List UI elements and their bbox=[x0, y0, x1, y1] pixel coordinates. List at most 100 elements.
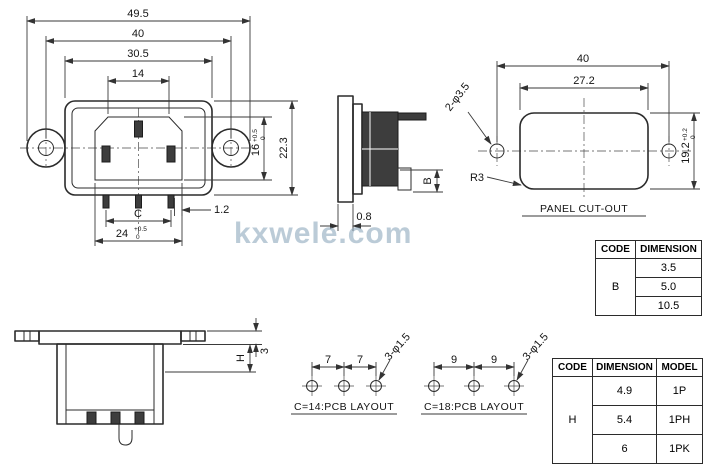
pcb-hole bbox=[338, 380, 350, 392]
table-row: H 4.9 1P bbox=[552, 376, 703, 464]
connector-face bbox=[71, 107, 206, 189]
model-cell: 1P bbox=[656, 376, 703, 406]
housing bbox=[56, 343, 164, 425]
pcb-hole-callout-group: 3-φ1.5 bbox=[383, 331, 413, 363]
table-row: 5.4 1PH bbox=[553, 405, 703, 435]
terminal bbox=[110, 411, 121, 425]
pcb-hole bbox=[370, 380, 382, 392]
dim-overall-width: 49.5 bbox=[127, 8, 148, 20]
dim-code-h-group: H bbox=[235, 354, 247, 362]
table-header-row: CODE DIMENSION bbox=[595, 240, 702, 259]
dimension-cell: 3.5 bbox=[635, 258, 702, 278]
terminal bbox=[86, 411, 97, 425]
pcb-layout-label: C=18:PCB LAYOUT bbox=[424, 401, 524, 413]
pcb-hole bbox=[468, 380, 480, 392]
flange-step bbox=[352, 103, 363, 195]
dimension-table-b: CODE DIMENSION B 3.5 5.0 10.5 bbox=[595, 240, 702, 316]
dim-overall-height-group: 22.3 bbox=[278, 137, 290, 158]
table-header-row: CODE DIMENSION MODEL bbox=[552, 358, 703, 377]
col-header-code: CODE bbox=[595, 240, 636, 259]
earth-hook bbox=[118, 424, 133, 446]
dim-code-h: H bbox=[235, 354, 247, 362]
pcb-hole bbox=[428, 380, 440, 392]
dim-cutout-height: 19.2 bbox=[680, 142, 692, 163]
pcb-hole bbox=[306, 380, 318, 392]
cutout-outline bbox=[519, 112, 649, 190]
left-mounting-hole bbox=[38, 140, 54, 156]
col-header-model: MODEL bbox=[656, 358, 703, 377]
dim-pitch: 9 bbox=[491, 354, 497, 366]
dim-code-b: B bbox=[422, 177, 434, 184]
dim-overall-height: 22.3 bbox=[278, 137, 290, 158]
col-header-code: CODE bbox=[552, 358, 593, 377]
flange-bar bbox=[38, 330, 182, 345]
front-view-dimensions: 49.5 40 30.5 14 16 +0.5 0 22.3 bbox=[26, 8, 298, 246]
dim-code-b-group: B bbox=[422, 177, 434, 184]
dim-hole-spacing: 40 bbox=[132, 28, 144, 40]
code-cell-b: B bbox=[595, 258, 636, 316]
side-view-dimensions: B 0.8 bbox=[320, 169, 443, 231]
dim-recess-width: 24 bbox=[116, 228, 128, 240]
hole-callout-group: 2-φ3.5 bbox=[443, 81, 472, 114]
model-cell: 1PK bbox=[656, 434, 703, 464]
right-wing bbox=[180, 330, 206, 342]
model-cell: 1PH bbox=[656, 405, 703, 435]
terminal-step bbox=[397, 167, 412, 191]
front-view bbox=[20, 100, 258, 234]
dim-recess-width-tol-minus: 0 bbox=[136, 234, 140, 241]
flange-profile bbox=[337, 95, 354, 203]
dim-panel-hole-spacing: 40 bbox=[577, 53, 589, 65]
pcb-hole-callout-group: 3-φ1.5 bbox=[521, 331, 551, 363]
dim-top-opening: 14 bbox=[132, 68, 144, 80]
bottom-view-dimensions: H 3 bbox=[165, 318, 271, 373]
watermark: kxwele.com bbox=[234, 217, 413, 250]
panel-hole-callout: 2-φ3.5 bbox=[443, 81, 472, 114]
dim-bottom-flange-thickness: 3 bbox=[259, 348, 271, 354]
terminal bbox=[102, 194, 110, 209]
panel-cutout-label: PANEL CUT-OUT bbox=[540, 203, 628, 215]
table-row: B 3.5 bbox=[595, 258, 702, 316]
left-wing bbox=[14, 330, 40, 342]
bottom-view bbox=[14, 330, 206, 446]
dim-body-width: 30.5 bbox=[127, 48, 148, 60]
dim-recess-height-group: 16 +0.5 0 bbox=[250, 129, 267, 156]
pcb-layout-c14: 7 7 3-φ1.5 C=14:PCB LAYOUT bbox=[291, 331, 413, 415]
pcb-hole-callout: 3-φ1.5 bbox=[521, 331, 551, 363]
pcb-hole bbox=[508, 380, 520, 392]
dim-cutout-width: 27.2 bbox=[573, 75, 594, 87]
dimension-cell: 10.5 bbox=[635, 296, 702, 316]
inlet-recess bbox=[94, 116, 183, 181]
dimension-cell: 4.9 bbox=[592, 376, 657, 406]
terminal-tab bbox=[397, 112, 427, 121]
dim-cutout-height-tol-minus: 0 bbox=[690, 135, 697, 139]
corner-radius-label: R3 bbox=[470, 172, 484, 184]
dim-flange-thickness: 0.8 bbox=[356, 211, 371, 223]
pcb-hole-callout: 3-φ1.5 bbox=[383, 331, 413, 363]
dim-pin-pitch: C bbox=[134, 208, 142, 220]
terminal bbox=[167, 194, 175, 209]
dim-pitch: 9 bbox=[451, 354, 457, 366]
col-header-dimension: DIMENSION bbox=[635, 240, 702, 259]
neutral-pin bbox=[166, 145, 176, 163]
pcb-layout-c18: 9 9 3-φ1.5 C=18:PCB LAYOUT bbox=[421, 331, 551, 415]
dim-recess-height-tol-minus: 0 bbox=[260, 136, 267, 140]
dim-cutout-height-tol-plus: +0.2 bbox=[682, 128, 689, 141]
pcb-layout-label: C=14:PCB LAYOUT bbox=[294, 401, 394, 413]
dim-recess-height-tol-plus: +0.5 bbox=[252, 129, 259, 142]
side-view bbox=[337, 95, 427, 203]
right-mounting-hole bbox=[223, 140, 239, 156]
dim-pitch: 7 bbox=[325, 354, 331, 366]
dim-recess-height: 16 bbox=[250, 144, 262, 156]
dim-cutout-height-group: 19.2 +0.2 0 bbox=[680, 128, 697, 164]
dim-pin-offset: 1.2 bbox=[214, 204, 229, 216]
dim-recess-width-tol-plus: +0.5 bbox=[134, 226, 147, 233]
earth-pin bbox=[134, 120, 143, 138]
dimension-cell: 5.4 bbox=[592, 405, 657, 435]
table-row: 10.5 bbox=[596, 296, 702, 316]
table-row: 6 1PK bbox=[553, 434, 703, 464]
terminal bbox=[135, 194, 142, 209]
panel-cutout-dimensions: 40 27.2 2-φ3.5 R3 19.2 +0.2 0 PANEL CUT-… bbox=[443, 53, 700, 217]
dimension-cell: 5.0 bbox=[635, 277, 702, 297]
